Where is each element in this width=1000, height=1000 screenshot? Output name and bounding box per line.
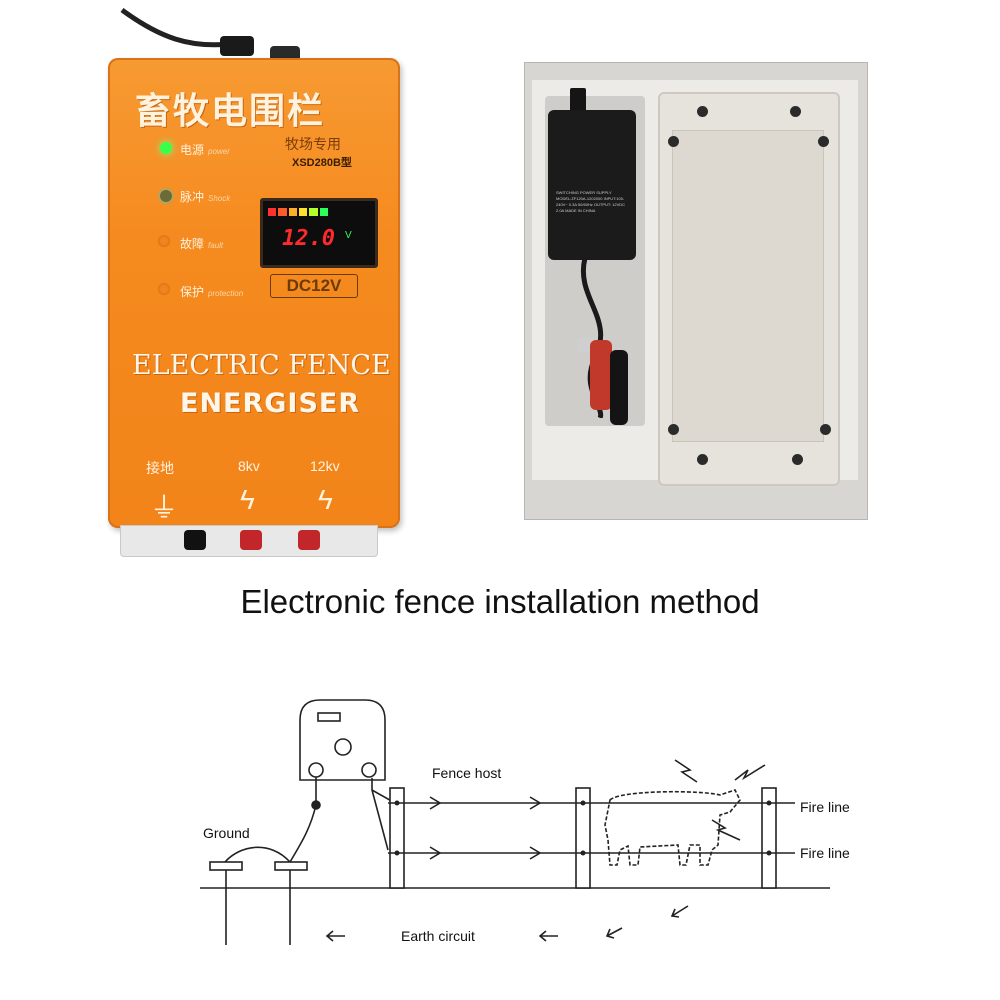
diagram-energiser-screen: [317, 712, 341, 722]
red-clip: [590, 340, 612, 410]
protection-led: [158, 283, 170, 295]
mount-hole: [818, 136, 829, 147]
plug-pin: [570, 88, 586, 116]
diagram-energiser: [299, 699, 386, 781]
mount-hole: [697, 106, 708, 117]
mount-hole: [820, 424, 831, 435]
ground-rod-clamp: [274, 861, 308, 871]
terminal-label-8kv: 8kv: [238, 458, 260, 474]
voltage-box: DC12V: [270, 274, 358, 298]
fence-post: [389, 787, 405, 889]
mount-hole: [792, 454, 803, 465]
mount-hole: [668, 424, 679, 435]
page-headline: Electronic fence installation method: [240, 583, 760, 620]
terminal-label-12kv: 12kv: [310, 458, 340, 474]
display-level-bar: [268, 208, 328, 216]
display-unit: V: [345, 230, 352, 241]
terminal-label-ground: 接地: [146, 460, 174, 476]
power-cable: [120, 8, 254, 56]
terminal-12kv: [298, 530, 320, 550]
label-ground: Ground: [203, 825, 250, 841]
device-model: XSD280B型: [292, 157, 352, 169]
label-fire-line-2: Fire line: [800, 845, 850, 861]
fault-led: [158, 235, 170, 247]
fence-post: [761, 787, 777, 889]
label-fence-host: Fence host: [432, 765, 502, 781]
cow-outline: [604, 789, 741, 866]
black-clip: [610, 350, 628, 425]
voltage-display: [260, 198, 378, 268]
ground-terminal: [184, 530, 206, 550]
power-adapter: [548, 110, 636, 260]
power-led: [160, 142, 172, 154]
device-title-cn: 畜牧电围栏: [135, 90, 326, 132]
fence-feed-wire: [371, 778, 389, 851]
device-subtitle-cn: 牧场专用: [285, 137, 341, 153]
display-value: 12.0: [282, 226, 335, 251]
ground-rod-clamp: [209, 861, 243, 871]
label-fire-line-1: Fire line: [800, 799, 850, 815]
mount-hole: [790, 106, 801, 117]
mounting-plate-inner: [672, 130, 824, 442]
installation-diagram: [200, 699, 830, 945]
bolt-icon-12kv: ϟ: [318, 484, 333, 515]
ground-wire: [289, 777, 317, 863]
mount-hole: [668, 136, 679, 147]
device-line1: ELECTRIC FENCE: [132, 350, 391, 381]
adapter-label: SWITCHING POWER SUPPLY MODEL:ZF120A-1202…: [556, 190, 626, 213]
shock-led: [158, 188, 174, 204]
energiser-device: [108, 58, 400, 528]
terminal-8kv: [240, 530, 262, 550]
ground-symbol-icon: ⏚: [150, 492, 179, 523]
bolt-icon-8kv: ϟ: [240, 484, 255, 515]
fence-post: [575, 787, 591, 889]
label-earth-circuit: Earth circuit: [401, 928, 475, 944]
device-line2: ENERGISER: [180, 388, 361, 419]
mount-hole: [697, 454, 708, 465]
